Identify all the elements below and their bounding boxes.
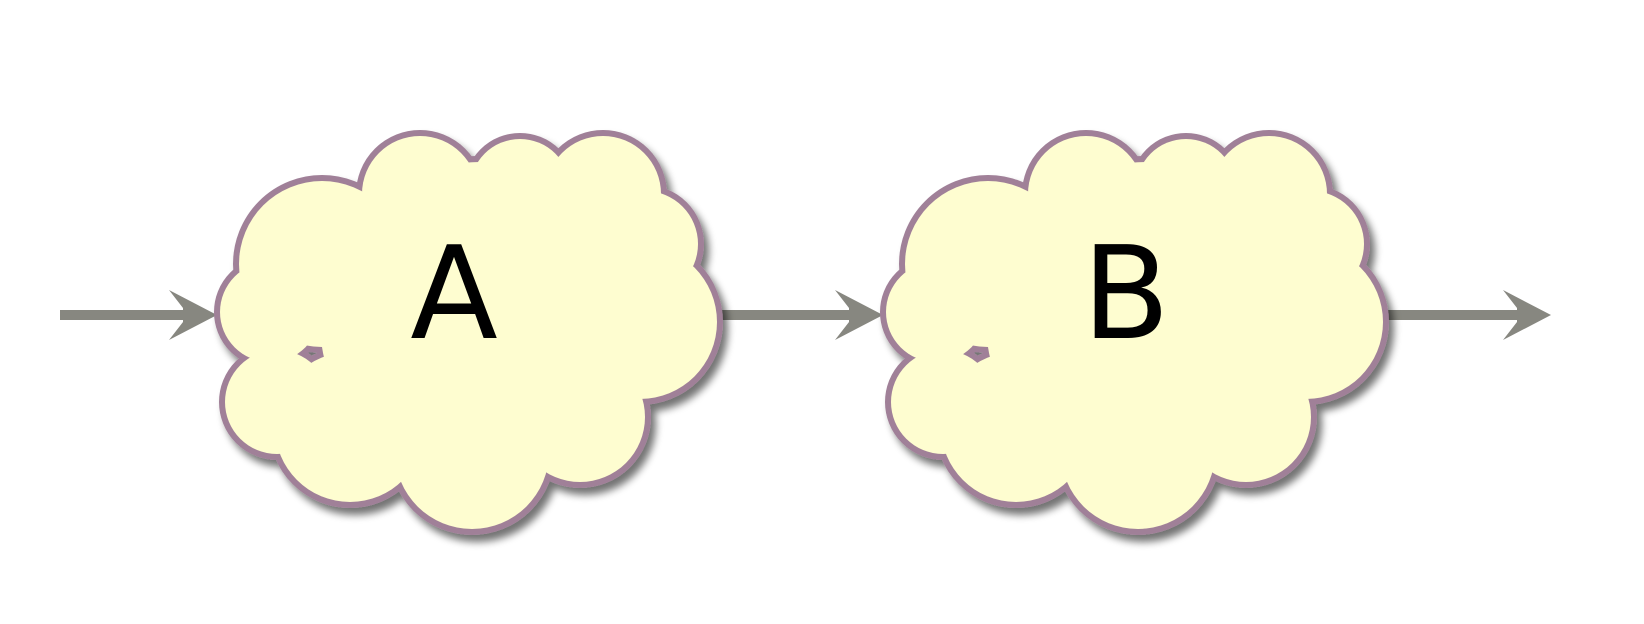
node-b-label: B bbox=[1082, 220, 1170, 369]
node-b: B bbox=[886, 136, 1383, 529]
node-a-label: A bbox=[410, 220, 498, 369]
arrow-out-of-b bbox=[1388, 290, 1551, 340]
arrow-a-to-b bbox=[720, 290, 883, 340]
node-a: A bbox=[220, 136, 717, 529]
arrow-into-a bbox=[60, 290, 217, 340]
